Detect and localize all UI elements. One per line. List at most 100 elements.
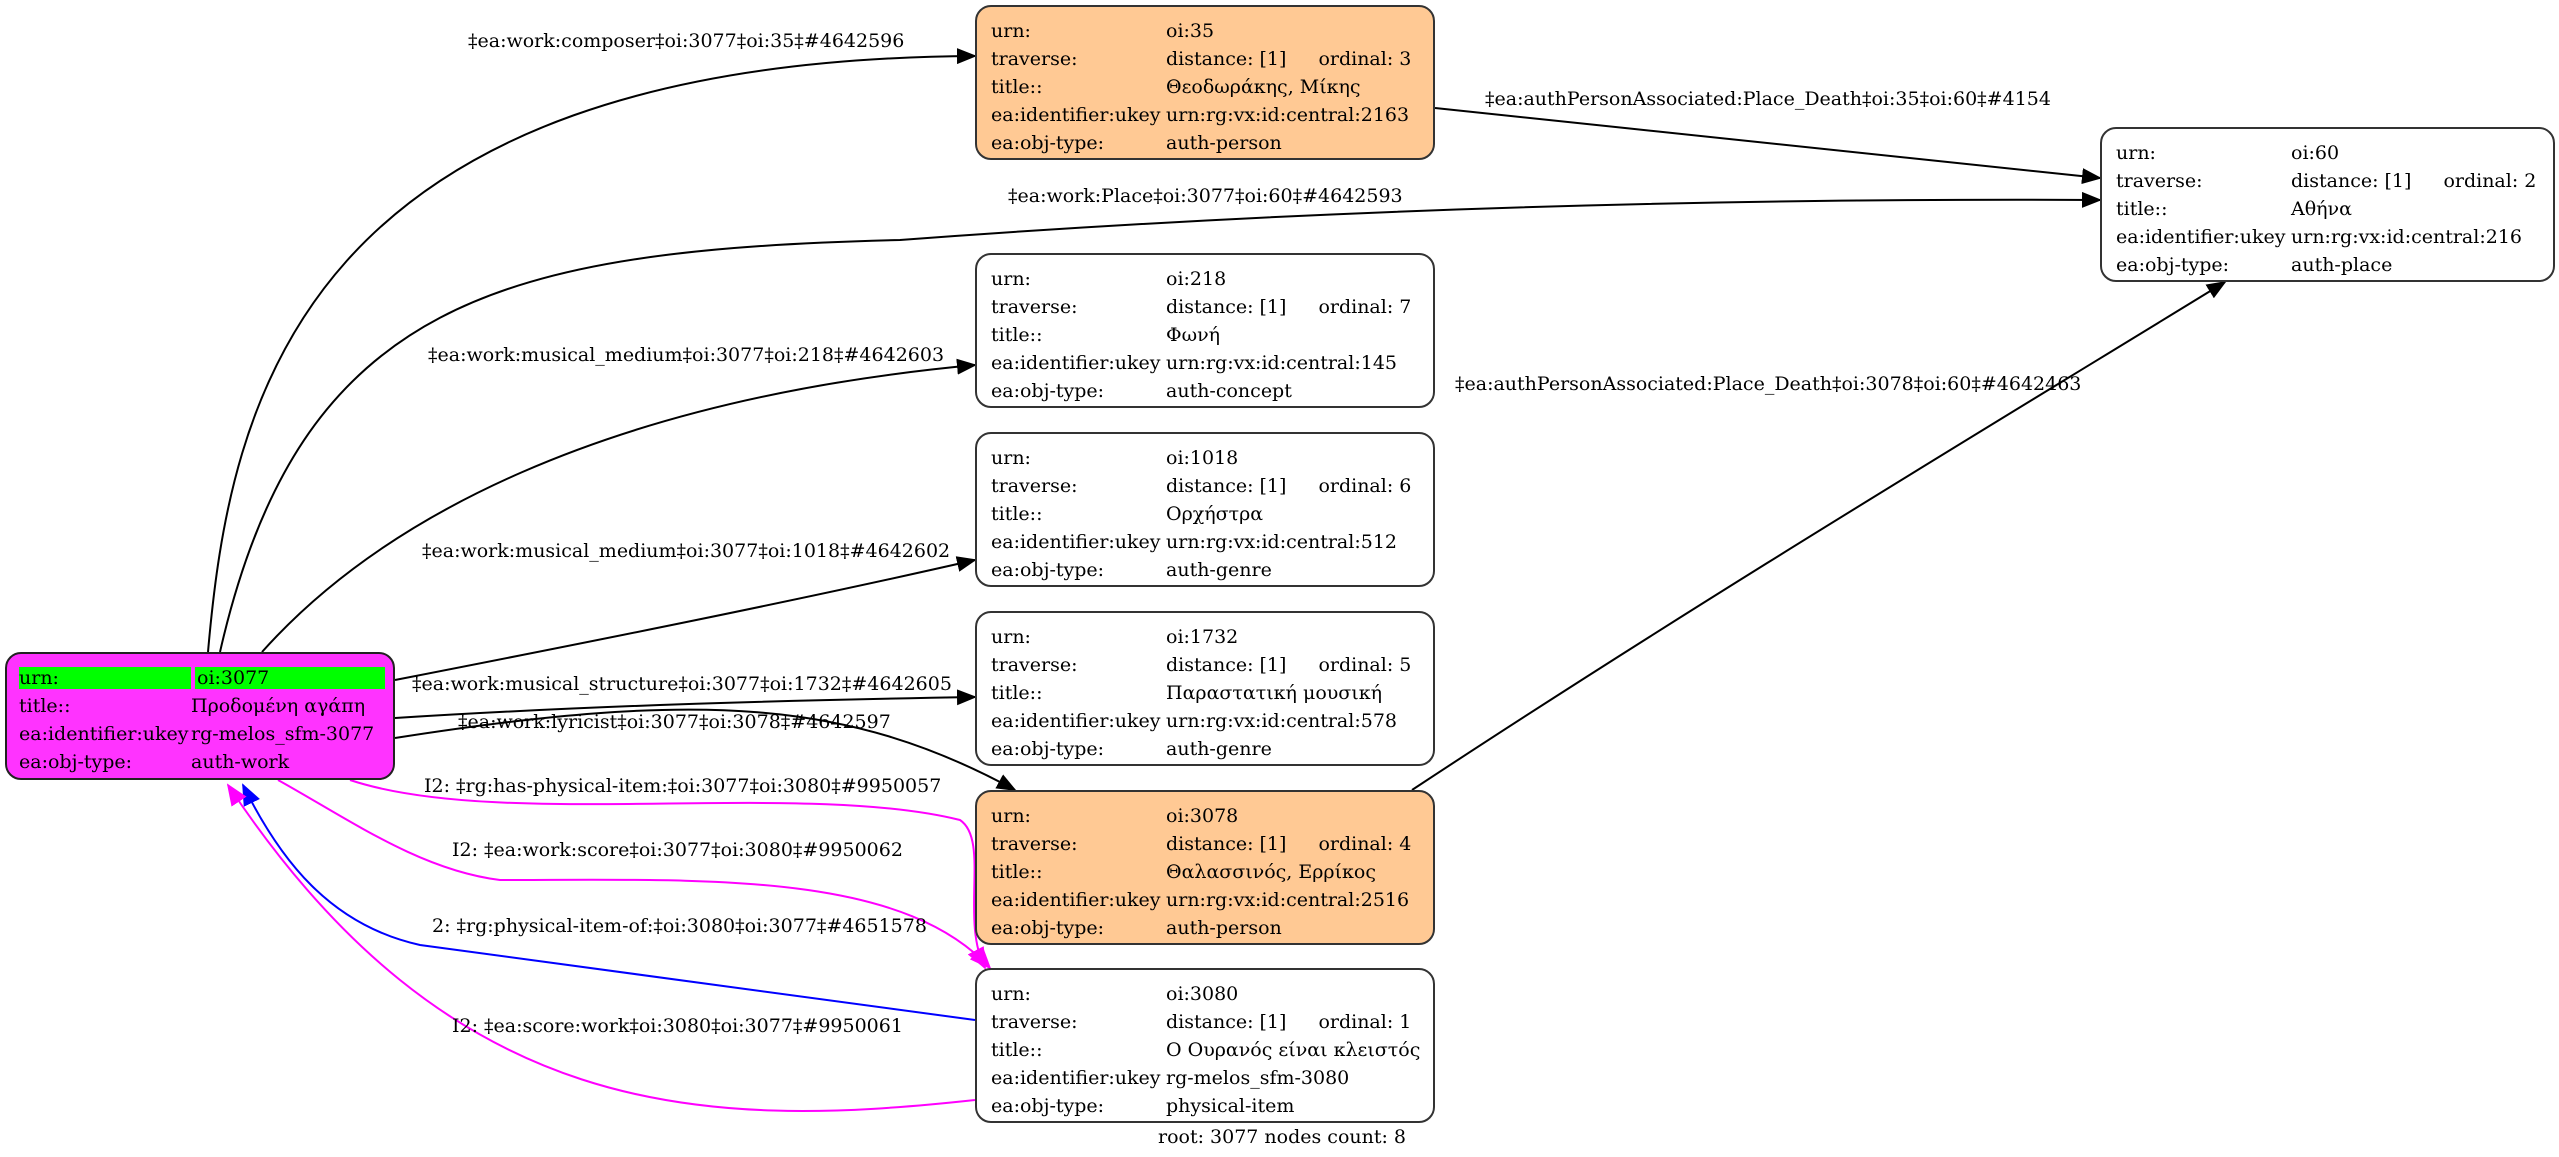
node-row-title: title:: Προδομένη αγάπη <box>19 692 381 720</box>
row-key: ea:identifier:ukey <box>991 1067 1161 1089</box>
row-value: Ορχήστρα <box>1166 503 1264 525</box>
row-key: ea:identifier:ukey <box>19 723 189 745</box>
row-key: traverse: <box>991 1011 1078 1033</box>
row-key: ea:obj-type: <box>991 380 1105 402</box>
node-row-title: title::Ορχήστρα <box>991 500 1419 528</box>
node-row-obj-type: ea:obj-type: auth-person <box>991 129 1419 157</box>
row-value: distance: [1] <box>1166 296 1287 318</box>
row-value: rg-melos_sfm-3077 <box>191 723 375 745</box>
node-row-urn: urn: oi:60 <box>2116 139 2539 167</box>
row-key: urn: <box>991 626 1031 648</box>
row-key: title:: <box>991 324 1043 346</box>
edge-oi-3080-to-oi-3077 <box>242 783 976 1021</box>
node-row-obj-type: ea:obj-type: auth-concept <box>991 377 1419 405</box>
edge-label-score-work: I2: ‡ea:score:work‡oi:3080‡oi:3077‡#9950… <box>452 1015 903 1037</box>
root-node[interactable]: urn: oi:3077 title:: Προδομένη αγάπη ea:… <box>5 652 395 780</box>
row-key: urn: <box>19 667 191 689</box>
node-row-urn: urn: oi:3078 <box>991 802 1419 830</box>
row-key: ea:identifier:ukey <box>991 889 1161 911</box>
row-key: title:: <box>2116 198 2168 220</box>
node-row-traverse: traverse:distance: [1]ordinal: 7 <box>991 293 1419 321</box>
row-value: auth-genre <box>1166 559 1272 581</box>
row-value-ordinal: ordinal: 3 <box>1318 48 1412 70</box>
node-row-urn: urn:oi:1018 <box>991 444 1419 472</box>
row-value: oi:218 <box>1166 268 1227 290</box>
node-row-ukey: ea:identifier:ukey rg-melos_sfm-3077 <box>19 720 381 748</box>
row-key: urn: <box>991 268 1031 290</box>
node-row-obj-type: ea:obj-type:physical-item <box>991 1092 1419 1120</box>
row-key: title:: <box>991 503 1043 525</box>
row-value: auth-person <box>1166 132 1282 154</box>
edge-label-work-place: ‡ea:work:Place‡oi:3077‡oi:60‡#4642593 <box>1008 185 1403 207</box>
graph-footer: root: 3077 nodes count: 8 <box>1158 1126 1407 1148</box>
node-row-obj-type: ea:obj-type:auth-genre <box>991 735 1419 763</box>
row-value: urn:rg:vx:id:central:216 <box>2291 226 2523 248</box>
row-key: ea:obj-type: <box>991 559 1105 581</box>
row-value: urn:rg:vx:id:central:2163 <box>1166 104 1410 126</box>
row-value-ordinal: ordinal: 5 <box>1318 654 1412 676</box>
row-key: ea:identifier:ukey <box>2116 226 2286 248</box>
edge-oi-3077-to-oi-60 <box>219 191 2102 653</box>
node-row-urn: urn:oi:3080 <box>991 980 1419 1008</box>
node-row-title: title::Ο Ουρανός είναι κλειστός <box>991 1036 1421 1064</box>
node-row-urn: urn:oi:35 <box>991 17 1419 45</box>
row-value: Προδομένη αγάπη <box>191 695 366 717</box>
row-key: title:: <box>19 695 71 717</box>
row-key: urn: <box>2116 142 2156 164</box>
row-value: urn:rg:vx:id:central:578 <box>1166 710 1398 732</box>
node-row-title: title::Θεοδωράκης, Μίκης <box>991 73 1419 101</box>
row-key: ea:identifier:ukey <box>991 531 1161 553</box>
row-value: oi:3078 <box>1166 805 1239 827</box>
row-key: ea:identifier:ukey <box>991 352 1161 374</box>
row-value: urn:rg:vx:id:central:512 <box>1166 531 1398 553</box>
row-value: oi:1732 <box>1166 626 1239 648</box>
node-row-urn: urn: oi:1732 <box>991 623 1419 651</box>
edge-label-place-death-3078: ‡ea:authPersonAssociated:Place_Death‡oi:… <box>1455 373 2082 395</box>
row-value: auth-person <box>1166 917 1282 939</box>
row-key: traverse: <box>991 833 1078 855</box>
node-row-obj-type: ea:obj-type: auth-work <box>19 748 381 776</box>
row-value-ordinal: ordinal: 4 <box>1318 833 1412 855</box>
edge-label-musical-medium-218: ‡ea:work:musical_medium‡oi:3077‡oi:218‡#… <box>428 344 945 366</box>
node-row-traverse: traverse:distance: [1]ordinal: 6 <box>991 472 1419 500</box>
edge-label-physical-item-of: 2: ‡rg:physical-item-of:‡oi:3080‡oi:3077… <box>432 915 927 937</box>
row-key: ea:obj-type: <box>991 1095 1105 1117</box>
node-row-urn: urn: oi:3077 <box>19 664 385 692</box>
edge-oi-3077-to-oi-1018 <box>394 556 977 681</box>
row-key: ea:obj-type: <box>991 132 1105 154</box>
row-value: distance: [1] <box>2291 170 2412 192</box>
edge-oi-35-to-oi-60 <box>1434 107 2102 185</box>
row-key: urn: <box>991 20 1031 42</box>
row-value: auth-concept <box>1166 380 1292 402</box>
edge-oi-3077-to-oi-3080 <box>349 779 986 970</box>
row-key: ea:identifier:ukey <box>991 104 1161 126</box>
row-key: urn: <box>991 805 1031 827</box>
edge-oi-3077-to-oi-218 <box>261 358 977 653</box>
row-value: Ο Ουρανός είναι κλειστός <box>1166 1039 1421 1061</box>
row-key: urn: <box>991 447 1031 469</box>
row-key: ea:obj-type: <box>991 917 1105 939</box>
edge-oi-3077-to-oi-3078 <box>394 708 1017 791</box>
edge-oi-3080-to-oi-3077 <box>226 783 976 1112</box>
edge-label-musical-medium-1018: ‡ea:work:musical_medium‡oi:3077‡oi:1018‡… <box>422 540 951 562</box>
row-value: distance: [1] <box>1166 475 1287 497</box>
row-key: traverse: <box>991 296 1078 318</box>
row-key: ea:identifier:ukey <box>991 710 1161 732</box>
edge-oi-3077-to-oi-3080 <box>277 779 992 970</box>
row-key: traverse: <box>991 475 1078 497</box>
row-value: oi:60 <box>2291 142 2340 164</box>
row-key: traverse: <box>991 654 1078 676</box>
